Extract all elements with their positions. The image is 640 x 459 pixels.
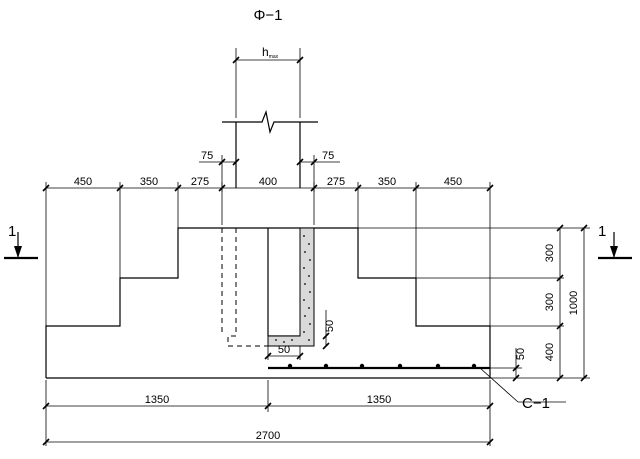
dim-top-3: 275 <box>191 176 209 188</box>
section-marker-left: 1 <box>4 223 38 260</box>
dim-total: 2700 <box>256 430 280 442</box>
bottom-cover-value: 50 <box>515 348 527 360</box>
dim-top-5: 275 <box>327 176 345 188</box>
section-right-label: 1 <box>598 223 606 240</box>
dim-right-3: 400 <box>544 343 556 361</box>
dim-top-6: 350 <box>378 176 396 188</box>
inner-h-value: 50 <box>278 344 290 356</box>
dim-top-1: 450 <box>74 176 92 188</box>
right-height-dimension: 300 300 400 1000 <box>358 224 590 382</box>
hmax-label: hmax <box>262 45 279 60</box>
drawing-title: Φ−1 <box>253 7 282 24</box>
dim-right-total: 1000 <box>568 291 580 315</box>
column <box>222 109 318 188</box>
inner-dimension-vertical: 50 <box>322 310 336 350</box>
dim-top-4: 400 <box>259 176 277 188</box>
cover-dimension-left: 75 <box>199 150 240 225</box>
top-chain-dimension: 450 350 275 400 275 350 450 <box>42 176 494 326</box>
section-left-label: 1 <box>8 223 16 240</box>
bottom-cover-dimension: 50 <box>490 348 527 382</box>
reinforcement <box>268 363 490 370</box>
callout-label: C−1 <box>522 395 550 412</box>
section-marker-right: 1 <box>598 223 632 260</box>
dim-half-right: 1350 <box>367 394 391 406</box>
rebar-callout: C−1 <box>479 367 566 412</box>
inner-v-value: 50 <box>324 320 336 332</box>
cover-dimension-right: 75 <box>296 150 340 225</box>
inner-dimension-horizontal: 50 <box>264 344 304 360</box>
cover-right-value: 75 <box>322 150 334 162</box>
column-socket <box>221 228 300 347</box>
column-width-dimension: hmax <box>232 45 304 118</box>
cover-left-value: 75 <box>201 150 213 162</box>
dim-top-2: 350 <box>140 176 158 188</box>
bottom-total-dimension: 2700 <box>42 430 494 446</box>
dim-right-1: 300 <box>544 244 556 262</box>
dim-right-2: 300 <box>544 293 556 311</box>
dim-top-7: 450 <box>444 176 462 188</box>
bottom-half-dimensions: 1350 1350 <box>42 380 494 446</box>
dim-half-left: 1350 <box>145 394 169 406</box>
grout-fill <box>267 227 315 347</box>
